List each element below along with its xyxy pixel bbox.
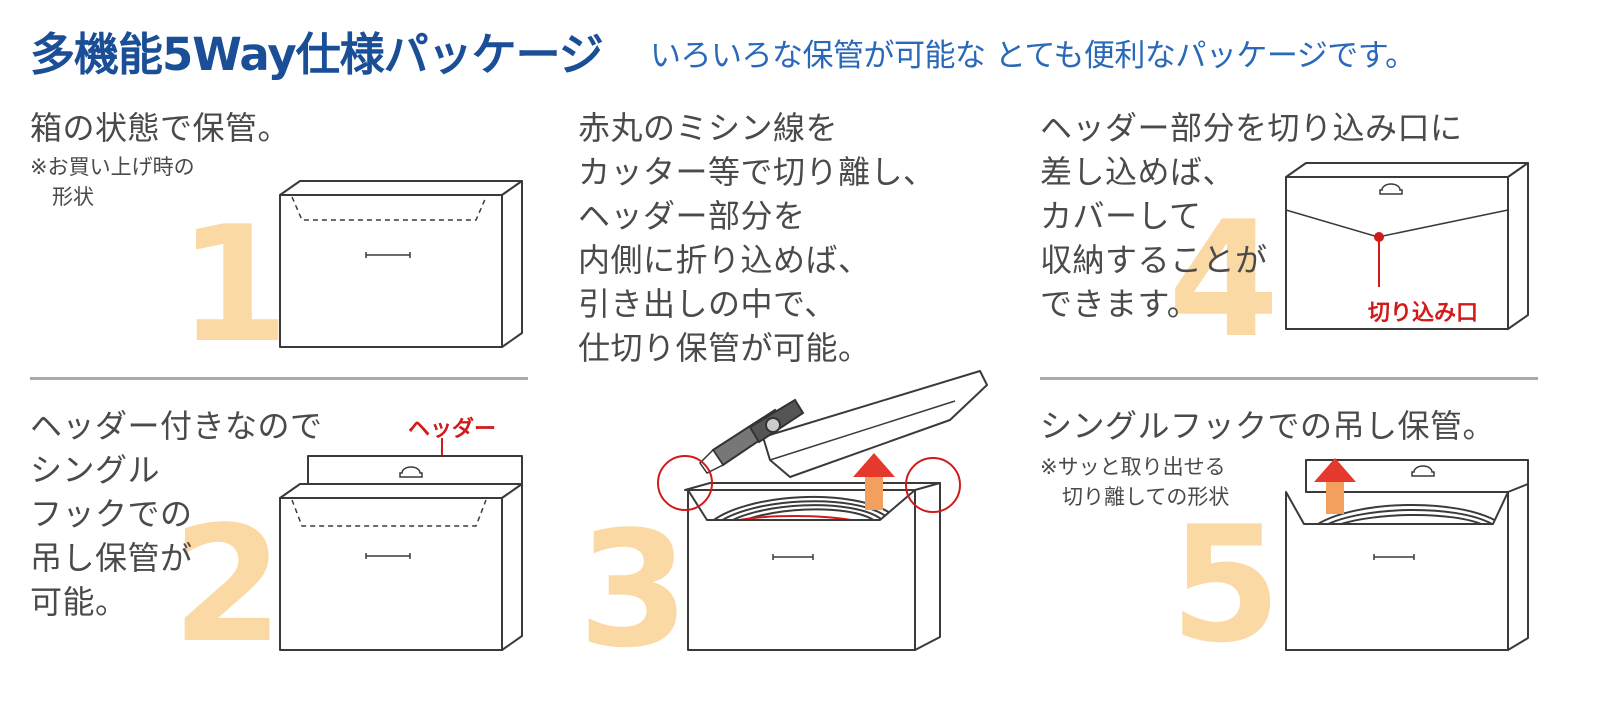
step-3-line: 内側に折り込めば、 <box>578 241 871 279</box>
divider-left <box>30 377 528 380</box>
step-4-line: 差し込めば、 <box>1040 153 1236 191</box>
step-4-line: ヘッダー部分を切り込み口に <box>1040 109 1463 147</box>
step-4-text: ヘッダー部分を切り込み口に 差し込めば、 カバーして 収納することが できます。 <box>1040 106 1463 326</box>
box-top <box>279 180 523 196</box>
slit-callout-label: 切り込み口 <box>1368 301 1479 326</box>
step-4-number: 4 <box>1168 186 1280 373</box>
step-1-text: 箱の状態で保管。 <box>30 106 290 150</box>
step-2-number: 2 <box>172 491 284 678</box>
hang-hole <box>399 466 423 478</box>
perforation-circle-right <box>905 457 961 513</box>
step-5-line: シングルフックでの吊し保管。 <box>1040 407 1496 445</box>
divider-right <box>1040 377 1538 380</box>
box-front <box>279 497 503 651</box>
step-3-line: ヘッダー部分を <box>578 197 806 235</box>
box-side <box>501 180 523 348</box>
step-5-note-line: ※サッと取り出せる <box>1040 455 1226 479</box>
step-4-line: 収納することが <box>1040 241 1268 279</box>
step-3-line: 引き出しの中で、 <box>578 285 837 323</box>
step-5-box-illustration <box>1285 458 1529 651</box>
hang-hole <box>1411 465 1435 477</box>
step-1-note: ※お買い上げ時の 形状 <box>30 152 195 212</box>
header-callout-label: ヘッダー <box>408 417 497 442</box>
step-1-line: 箱の状態で保管。 <box>30 109 291 147</box>
step-2-line: ヘッダー付きなので <box>30 407 323 445</box>
box-top <box>279 483 523 499</box>
tool-handle <box>1317 504 1499 525</box>
step-3-line: カッター等で切り離し、 <box>578 153 936 191</box>
page-subtitle: いろいろな保管が可能な とても便利なパッケージです。 <box>650 38 1416 74</box>
step-5-text: シングルフックでの吊し保管。 <box>1040 404 1495 448</box>
box-side <box>501 483 523 651</box>
box-top <box>1285 162 1529 178</box>
step-4-line: できます。 <box>1040 285 1200 323</box>
flap-perforation <box>291 499 487 527</box>
step-2-line: 吊し保管が <box>30 539 193 577</box>
step-3-line: 仕切り保管が可能。 <box>578 329 871 367</box>
step-4-line: カバーして <box>1040 197 1202 235</box>
step-2-line: フックでの <box>30 495 193 533</box>
step-3-line: 赤丸のミシン線を <box>578 109 839 147</box>
box-side <box>914 482 941 651</box>
box-front <box>1285 176 1509 330</box>
step-2-line: 可能。 <box>30 583 128 621</box>
step-5-note-line: 切り離しての形状 <box>1062 485 1230 509</box>
step-1-number: 1 <box>178 191 290 378</box>
box-side <box>1507 483 1529 651</box>
step-5-number: 5 <box>1170 491 1282 678</box>
step-2-line: シングル <box>30 451 161 489</box>
step-5-note: ※サッと取り出せる 切り離しての形状 <box>1040 452 1229 512</box>
step-3-text: 赤丸のミシン線を カッター等で切り離し、 ヘッダー部分を 内側に折り込めば、 引… <box>578 106 936 370</box>
step-4-box-illustration <box>1285 162 1529 330</box>
step-2-box-illustration <box>279 438 523 651</box>
step-1-box-illustration <box>279 180 523 348</box>
step-3-number: 3 <box>578 496 690 683</box>
box-side <box>1507 162 1529 330</box>
up-arrow-icon <box>1314 458 1356 514</box>
cutter-icon <box>699 398 805 474</box>
flap-perforation <box>291 196 487 221</box>
step-1-note-line: ※お買い上げ時の <box>30 155 195 179</box>
up-arrow-icon <box>853 453 895 510</box>
perforation-circle-left <box>657 455 713 511</box>
step-3-box-illustration <box>657 370 988 651</box>
page-title: 多機能5Way仕様パッケージ <box>30 28 604 81</box>
step-1-note-line: 形状 <box>52 185 94 209</box>
box-back <box>684 482 941 491</box>
hang-hole <box>1379 183 1403 195</box>
box-front <box>279 194 503 348</box>
step-2-text: ヘッダー付きなので シングル フックでの 吊し保管が 可能。 <box>30 404 323 624</box>
